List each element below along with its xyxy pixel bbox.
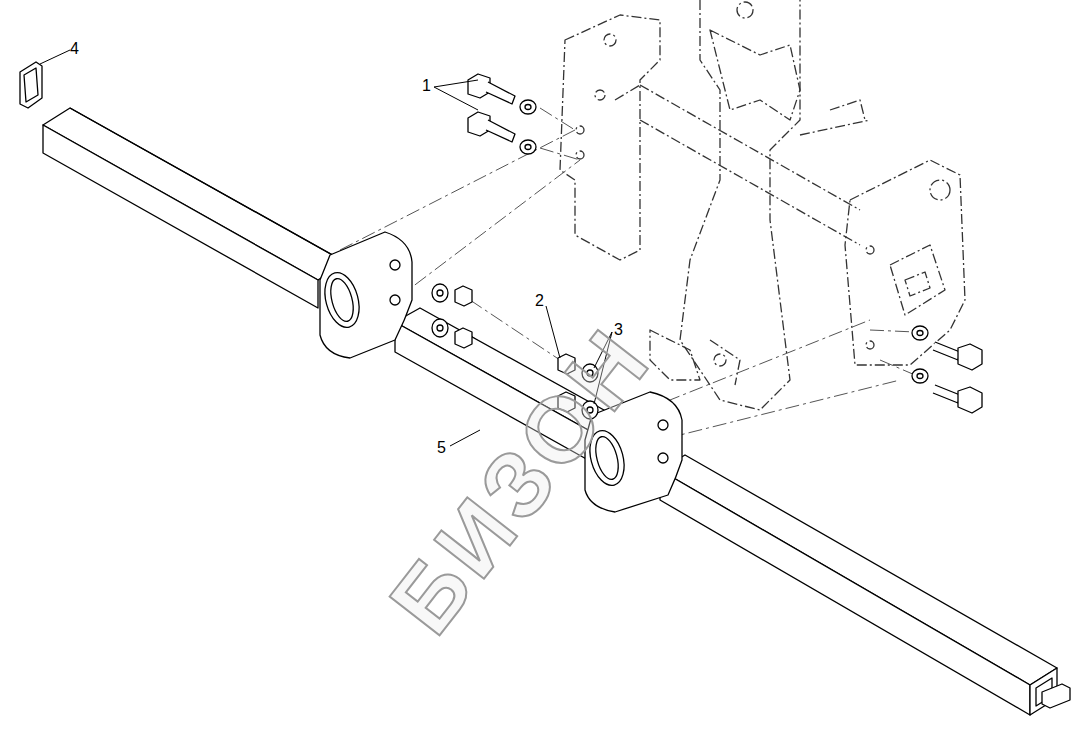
callout-number: 2 (535, 293, 544, 309)
callout-number: 1 (422, 78, 431, 94)
callout-number: 4 (70, 41, 79, 57)
callout-number: 5 (437, 440, 446, 456)
